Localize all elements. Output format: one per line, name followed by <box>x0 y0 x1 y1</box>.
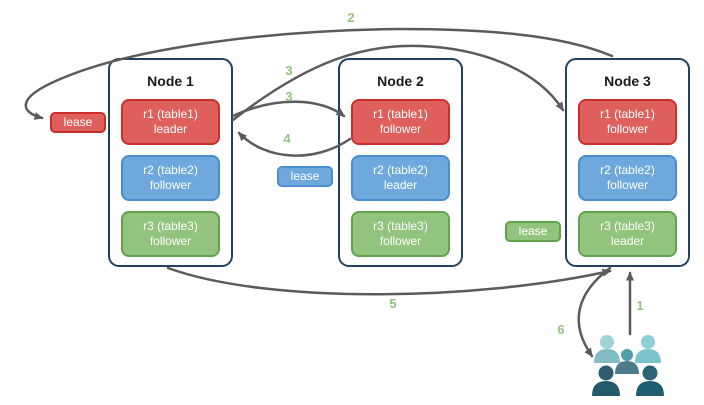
replica-name: r3 (table3) <box>600 219 655 233</box>
step-6-arrow <box>577 266 612 358</box>
node-1-replica-r1: r1 (table1) leader <box>121 99 220 145</box>
node-1-replica-r2: r2 (table2) follower <box>121 155 220 201</box>
node-3-title: Node 3 <box>604 73 651 89</box>
step-label-3b: 3 <box>285 89 293 104</box>
replica-name: r1 (table1) <box>143 107 198 121</box>
replica-name: r2 (table2) <box>600 163 655 177</box>
replica-role: follower <box>149 178 192 192</box>
replica-role: follower <box>606 122 649 136</box>
node-3-replica-r2: r2 (table2) follower <box>578 155 677 201</box>
node-1-replica-r3: r3 (table3) follower <box>121 211 220 257</box>
replica-name: r1 (table1) <box>600 107 655 121</box>
users-group-icon <box>592 335 664 396</box>
step-label-1: 1 <box>636 298 644 313</box>
node-2-replica-r1: r1 (table1) follower <box>351 99 450 145</box>
node-2-replica-r2: r2 (table2) leader <box>351 155 450 201</box>
node-1-replicas: r1 (table1) leader r2 (table2) follower … <box>110 90 231 257</box>
replica-name: r2 (table2) <box>143 163 198 177</box>
node-2-replica-r3: r3 (table3) follower <box>351 211 450 257</box>
step-label-4: 4 <box>283 131 291 146</box>
lease-badge-r3: lease <box>505 221 561 242</box>
step-label-2: 2 <box>347 10 355 25</box>
replica-name: r3 (table3) <box>143 219 198 233</box>
node-2-box: Node 2 r1 (table1) follower r2 (table2) … <box>338 58 463 267</box>
node-1-title: Node 1 <box>147 73 194 89</box>
replica-role: follower <box>379 234 422 248</box>
lease-badge-r1: lease <box>50 112 106 133</box>
step-5-arrow <box>166 266 612 296</box>
replica-role: follower <box>379 122 422 136</box>
node-3-box: Node 3 r1 (table1) follower r2 (table2) … <box>565 58 690 267</box>
replica-name: r1 (table1) <box>373 107 428 121</box>
replica-name: r3 (table3) <box>373 219 428 233</box>
step-label-6: 6 <box>557 322 565 337</box>
node-3-replica-r1: r1 (table1) follower <box>578 99 677 145</box>
step-4-arrow <box>237 131 352 157</box>
node-2-title: Node 2 <box>377 73 424 89</box>
node-3-replicas: r1 (table1) follower r2 (table2) followe… <box>567 90 688 257</box>
node-1-box: Node 1 r1 (table1) leader r2 (table2) fo… <box>108 58 233 267</box>
replica-role: leader <box>610 234 645 248</box>
replica-role: follower <box>149 234 192 248</box>
replica-name: r2 (table2) <box>373 163 428 177</box>
node-2-replicas: r1 (table1) follower r2 (table2) leader … <box>340 90 461 257</box>
step-label-5: 5 <box>389 296 397 311</box>
step-label-3a: 3 <box>285 63 293 78</box>
lease-badge-r2: lease <box>277 166 333 187</box>
replica-role: leader <box>153 122 188 136</box>
node-3-replica-r3: r3 (table3) leader <box>578 211 677 257</box>
replica-role: follower <box>606 178 649 192</box>
replica-role: leader <box>383 178 418 192</box>
